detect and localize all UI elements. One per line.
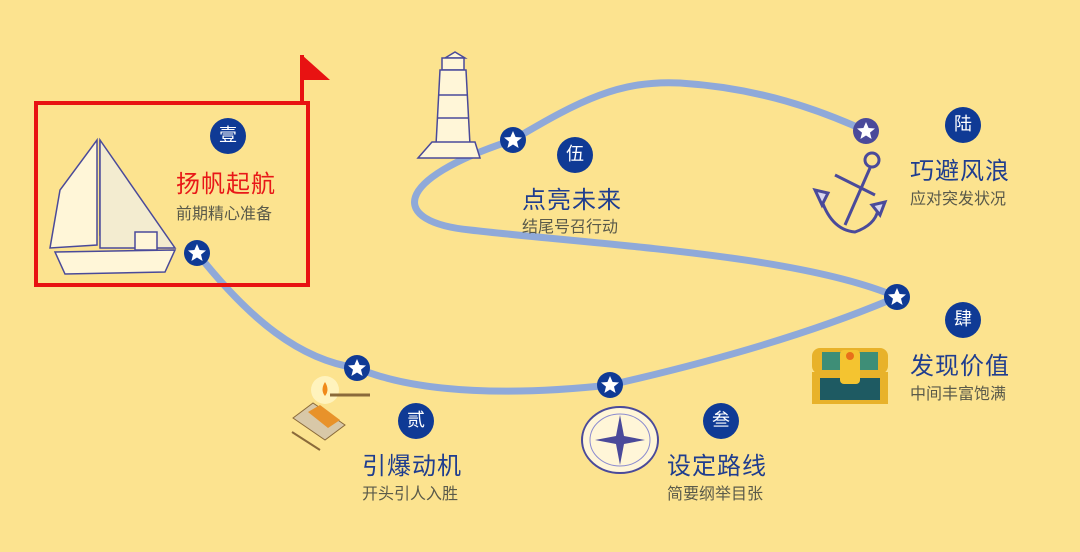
sailboat-icon [49, 137, 177, 275]
step-subtitle: 简要纲举目张 [667, 484, 764, 503]
step-badge: 叁 [703, 403, 739, 439]
star-node-6 [853, 118, 879, 144]
step-subtitle: 前期精心准备 [176, 204, 273, 223]
star-node-1 [184, 240, 210, 266]
step-title: 引爆动机 [362, 452, 462, 480]
step-title: 扬帆起航 [176, 170, 276, 198]
step-subtitle: 结尾号召行动 [522, 217, 619, 236]
step-badge: 壹 [210, 118, 246, 154]
step-badge: 贰 [398, 403, 434, 439]
star-node-2 [344, 355, 370, 381]
step-title: 巧避风浪 [910, 157, 1010, 185]
step-title: 设定路线 [667, 452, 767, 480]
step-subtitle: 开头引人入胜 [362, 484, 459, 503]
treasure-chest-icon [812, 348, 888, 404]
step-badge: 陆 [945, 107, 981, 143]
step-subtitle: 应对突发状况 [910, 189, 1007, 208]
anchor-icon [812, 151, 888, 234]
star-node-5 [500, 127, 526, 153]
active-step-highlight [34, 101, 310, 287]
compass-icon [581, 406, 659, 474]
star-node-4 [884, 284, 910, 310]
step-badge: 伍 [557, 137, 593, 173]
matchbox-icon [291, 376, 370, 451]
step-badge: 肆 [945, 302, 981, 338]
step-title: 发现价值 [910, 352, 1010, 380]
step-title: 点亮未来 [522, 186, 622, 214]
lighthouse-icon [416, 51, 482, 159]
star-node-3 [597, 372, 623, 398]
step-subtitle: 中间丰富饱满 [910, 384, 1007, 403]
flag-icon [300, 55, 330, 103]
